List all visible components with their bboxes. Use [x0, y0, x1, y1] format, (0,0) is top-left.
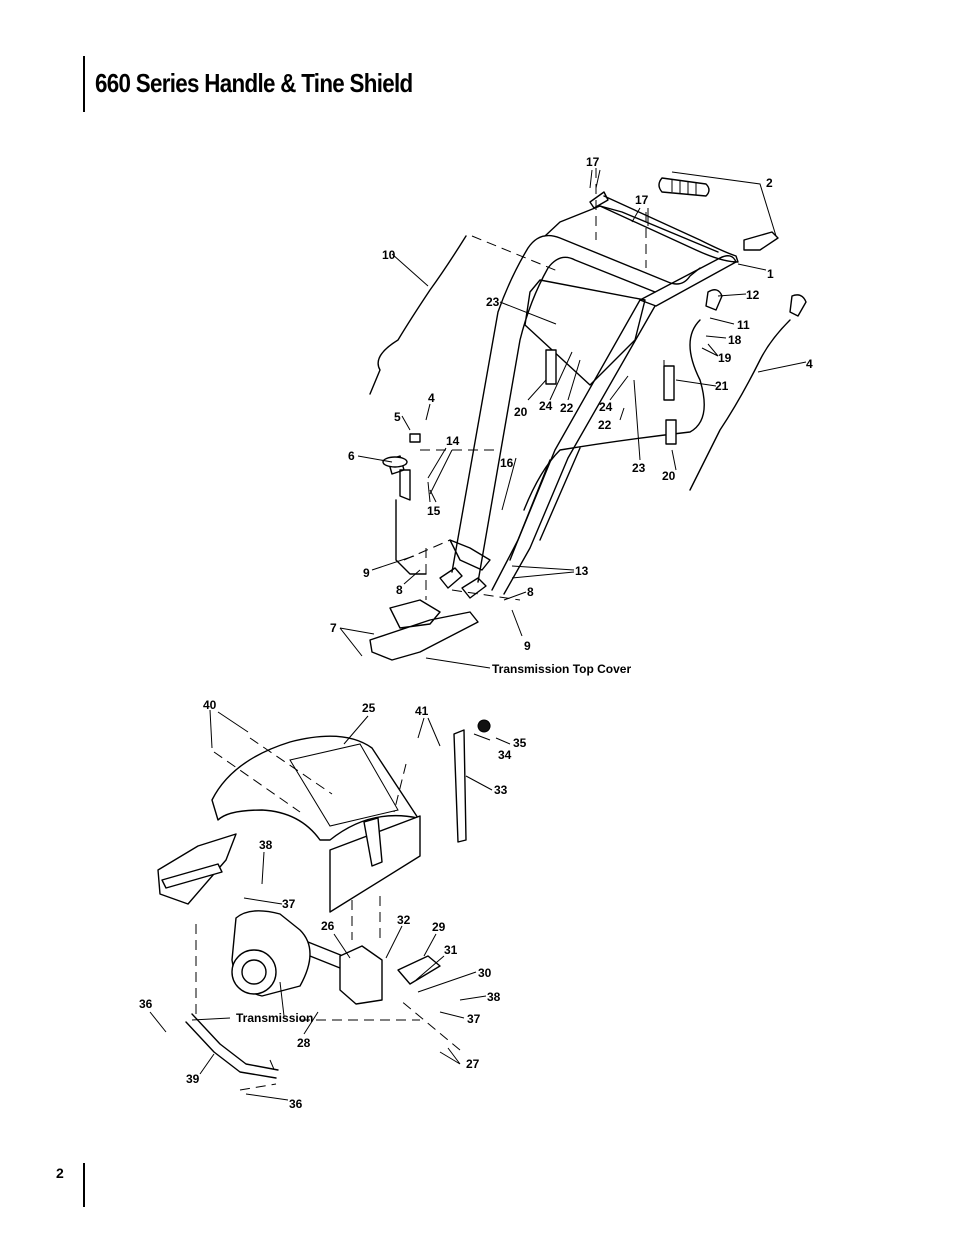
callout-17: 17 — [586, 155, 600, 169]
tine-shield-assembly — [157, 719, 491, 1091]
handle-right-bar — [639, 255, 737, 307]
callout-1: 1 — [767, 267, 774, 281]
callout-22: 22 — [598, 418, 612, 432]
handle-base-bracket — [439, 539, 491, 599]
callout-30: 30 — [478, 966, 492, 980]
caption-transmission: Transmission — [236, 1011, 313, 1025]
callout-27: 27 — [466, 1057, 480, 1071]
transmission-top-cover — [369, 599, 479, 661]
callout-34: 34 — [498, 748, 512, 762]
alignment-lines-bottom — [195, 737, 461, 1091]
control-cable — [369, 235, 467, 395]
shield-bracket — [363, 817, 383, 867]
callout-12: 12 — [746, 288, 760, 302]
callout-4: 4 — [428, 391, 435, 405]
grip-ribs — [671, 180, 697, 195]
callout-labels: 1 2 4 4 5 6 7 8 8 9 9 10 11 12 13 14 15 … — [139, 155, 813, 1111]
callout-24: 24 — [599, 400, 613, 414]
callout-37: 37 — [282, 897, 296, 911]
callout-26: 26 — [321, 919, 335, 933]
callout-33: 33 — [494, 783, 508, 797]
callout-15: 15 — [427, 504, 441, 518]
page-number: 2 — [56, 1165, 64, 1181]
callout-25: 25 — [362, 701, 376, 715]
bail-lever — [743, 231, 779, 251]
callout-10: 10 — [382, 248, 396, 262]
callout-38: 38 — [259, 838, 273, 852]
transmission-hub-inner — [241, 959, 267, 985]
control-lever — [705, 289, 723, 311]
title-rule — [83, 56, 85, 112]
callout-38: 38 — [487, 990, 501, 1004]
cable-lower — [509, 447, 581, 561]
bracket-right — [663, 365, 675, 401]
callout-29: 29 — [432, 920, 446, 934]
callout-19: 19 — [718, 351, 732, 365]
callout-17: 17 — [635, 193, 649, 207]
callout-28: 28 — [297, 1036, 311, 1050]
tine-bracket — [161, 863, 223, 889]
drag-bar — [185, 1013, 279, 1079]
callout-20: 20 — [514, 405, 528, 419]
callout-36: 36 — [139, 997, 153, 1011]
callout-36: 36 — [289, 1097, 303, 1111]
alignment-lines-top — [403, 168, 665, 601]
bracket-lower — [665, 419, 677, 445]
callout-8: 8 — [527, 585, 534, 599]
spacer — [409, 433, 421, 443]
callout-13: 13 — [575, 564, 589, 578]
bracket-left — [545, 349, 557, 385]
callout-4: 4 — [806, 357, 813, 371]
shield-window — [289, 743, 399, 827]
handle-adjust-rod — [395, 499, 427, 575]
callout-31: 31 — [444, 943, 458, 957]
handle-frame — [451, 205, 719, 583]
callout-8: 8 — [396, 583, 403, 597]
callout-24: 24 — [539, 399, 553, 413]
callout-40: 40 — [203, 698, 217, 712]
lever-plate — [397, 955, 441, 985]
callout-35: 35 — [513, 736, 527, 750]
caption-transmission-top-cover: Transmission Top Cover — [492, 662, 631, 676]
tine-shield — [211, 735, 419, 841]
page-title: 660 Series Handle & Tine Shield — [95, 68, 413, 98]
transmission-bracket — [339, 945, 383, 1005]
callout-16: 16 — [500, 456, 514, 470]
callout-9: 9 — [524, 639, 531, 653]
callout-2: 2 — [766, 176, 773, 190]
cable-right — [689, 319, 791, 491]
callout-18: 18 — [728, 333, 742, 347]
depth-stake — [453, 729, 467, 843]
footer-rule — [83, 1163, 85, 1207]
callout-22: 22 — [560, 401, 574, 415]
callout-14: 14 — [446, 434, 460, 448]
callout-39: 39 — [186, 1072, 200, 1086]
callout-20: 20 — [662, 469, 676, 483]
callout-37: 37 — [467, 1012, 481, 1026]
callout-41: 41 — [415, 704, 429, 718]
callout-7: 7 — [330, 621, 337, 635]
callout-23: 23 — [486, 295, 500, 309]
callout-21: 21 — [715, 379, 729, 393]
knob — [477, 719, 491, 733]
leader-lines — [149, 169, 807, 1101]
handle-upper-bar — [589, 191, 739, 263]
control-handle-right — [789, 294, 807, 317]
callout-11: 11 — [737, 318, 750, 332]
handle-grip — [658, 177, 710, 197]
callout-9: 9 — [363, 566, 370, 580]
callout-5: 5 — [394, 410, 401, 424]
washer — [382, 456, 408, 468]
handle-assembly — [369, 168, 807, 661]
callout-23: 23 — [632, 461, 646, 475]
callout-32: 32 — [397, 913, 411, 927]
callout-6: 6 — [348, 449, 355, 463]
